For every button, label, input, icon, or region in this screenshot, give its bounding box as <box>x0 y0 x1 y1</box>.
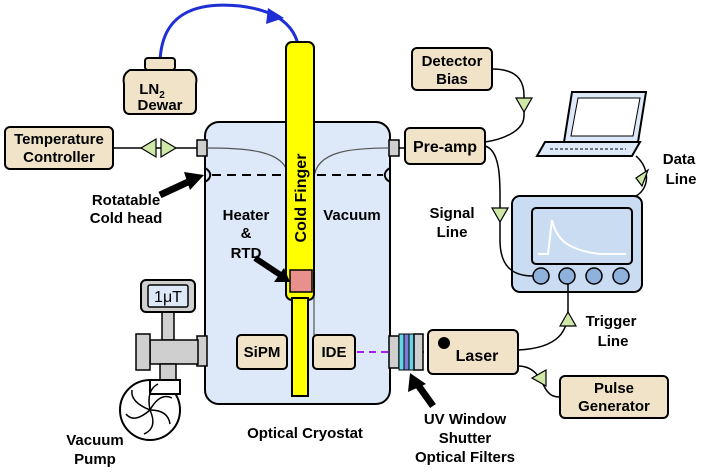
vacuum-gauge-display <box>147 284 189 308</box>
vacuum-pump-label-2: Pump <box>74 451 116 468</box>
preamp-label: Pre-amp <box>413 139 477 156</box>
temp-arrow-left <box>139 137 157 159</box>
data-line-label-1: Data <box>663 151 696 168</box>
shutter <box>413 333 424 371</box>
uv-label-1: UV Window <box>424 411 507 428</box>
pulse-label-2: Generator <box>578 398 650 415</box>
uv-window-port <box>388 335 400 369</box>
detector-label-2: Bias <box>436 71 468 88</box>
pulse-cable <box>517 365 561 398</box>
ide-box <box>312 334 356 370</box>
temperature-label-1: Temperature <box>14 131 104 148</box>
laser-label: Laser <box>456 348 499 365</box>
ln2-flow-arrow <box>266 8 284 24</box>
rotatable-pointer-head <box>184 172 204 190</box>
trigger-line-label-2: Line <box>598 333 629 350</box>
uv-label-3: Optical Filters <box>415 449 515 466</box>
temperature-label-2: Controller <box>23 149 95 166</box>
pump-pipe-flange-left <box>135 333 151 371</box>
uv-label-2: Shutter <box>439 430 492 447</box>
scope-knob-3 <box>585 267 603 285</box>
heater-label-2: & <box>241 225 252 242</box>
sipm-label: SiPM <box>244 344 281 361</box>
data-line-cable <box>635 155 648 197</box>
laser-box <box>427 329 519 375</box>
rotatable-head-notch <box>204 167 391 183</box>
vacuum-pump-label-1: Vacuum <box>66 432 124 449</box>
heater-label-3: RTD <box>231 245 262 262</box>
heater-pointer-shaft <box>253 255 284 279</box>
rotatable-label-1: Rotatable <box>92 192 160 209</box>
data-line-arrow <box>635 168 650 188</box>
cold-finger-lower-rod <box>291 297 309 397</box>
cold-finger-label: Cold Finger <box>293 154 310 243</box>
vacuum-gauge-reading: 1μT <box>154 289 182 306</box>
uv-pointer-head <box>408 373 426 392</box>
laser-indicator <box>438 337 450 349</box>
vacuum-pump-impeller <box>125 383 173 435</box>
dewar-cap <box>144 57 176 71</box>
gauge-neck <box>161 309 175 341</box>
trigger-line-cable <box>517 284 569 351</box>
scope-knob-2 <box>558 267 576 285</box>
ln2-main-text: LN <box>139 81 159 98</box>
temp-arrow-right <box>160 137 178 159</box>
bias-arrow <box>514 97 534 114</box>
right-top-port <box>388 139 400 157</box>
trigger-line-arrow <box>558 310 578 327</box>
dewar-body <box>122 69 198 115</box>
vacuum-label: Vacuum <box>323 207 381 224</box>
ln2-transfer-tube <box>158 3 302 110</box>
dewar-ln-label: LN2 <box>139 81 165 101</box>
optical-cryostat-label: Optical Cryostat <box>247 425 363 442</box>
data-line-label-2: Line <box>666 171 697 188</box>
scope-knob-4 <box>612 267 630 285</box>
left-top-port <box>196 139 208 157</box>
pulse-arrow <box>530 368 547 388</box>
rotatable-label-2: Cold head <box>90 210 163 227</box>
heater-pointer-head <box>274 268 290 282</box>
optical-filter-2 <box>403 333 410 371</box>
oscilloscope-screen <box>531 207 633 265</box>
optical-filter-1 <box>398 333 405 371</box>
rotatable-pointer-shaft <box>158 178 190 199</box>
ide-label: IDE <box>321 344 346 361</box>
signal-line-arrow <box>490 207 510 224</box>
oscilloscope-pulse-trace <box>538 219 626 255</box>
signal-line-label-2: Line <box>437 224 468 241</box>
scope-knob-1 <box>532 267 550 285</box>
ln2-subscript: 2 <box>159 90 165 101</box>
laptop-icon <box>535 91 648 157</box>
detector-label-1: Detector <box>422 53 483 70</box>
pulse-label-1: Pulse <box>594 380 634 397</box>
pump-pipe-horizontal <box>149 339 199 365</box>
heater-rtd-block <box>289 269 313 293</box>
sipm-box <box>236 334 288 370</box>
signal-line-label-1: Signal <box>429 205 474 222</box>
heater-label-1: Heater <box>223 207 270 224</box>
dewar-label: Dewar <box>137 97 182 114</box>
uv-pointer-shaft <box>415 382 436 409</box>
trigger-line-label-1: Trigger <box>586 313 637 330</box>
